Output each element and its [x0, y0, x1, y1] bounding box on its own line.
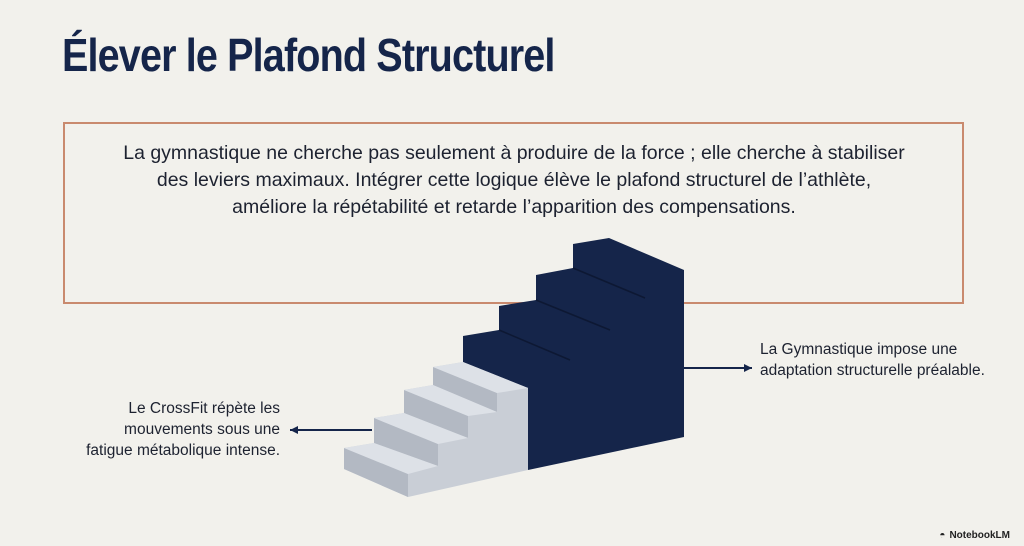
arrow-left-head	[290, 426, 298, 434]
notebooklm-logo-icon: ◓	[939, 530, 946, 541]
light-stairs	[344, 362, 528, 497]
dark-step-edges	[498, 267, 646, 361]
paragraph-line: La gymnastique ne cherche pas seulement …	[123, 142, 905, 164]
gymnastics-label: La Gymnastique impose une adaptation str…	[760, 341, 985, 379]
intro-paragraph: La gymnastique ne cherche pas seulement …	[70, 140, 958, 221]
dark-stairs	[463, 238, 684, 470]
brand-label: NotebookLM	[949, 530, 1010, 541]
text-box-frame	[63, 122, 964, 304]
arrow-right-head	[744, 364, 752, 372]
crossfit-label: Le CrossFit répète les mouvements sous u…	[86, 400, 280, 459]
paragraph-line: des leviers maximaux. Intégrer cette log…	[156, 169, 872, 191]
slide-title: Élever le Plafond Structurel	[62, 29, 555, 81]
paragraph-line: améliore la répétabilité et retarde l’ap…	[232, 196, 796, 218]
notebooklm-watermark: ◓ NotebookLM	[939, 530, 1010, 541]
